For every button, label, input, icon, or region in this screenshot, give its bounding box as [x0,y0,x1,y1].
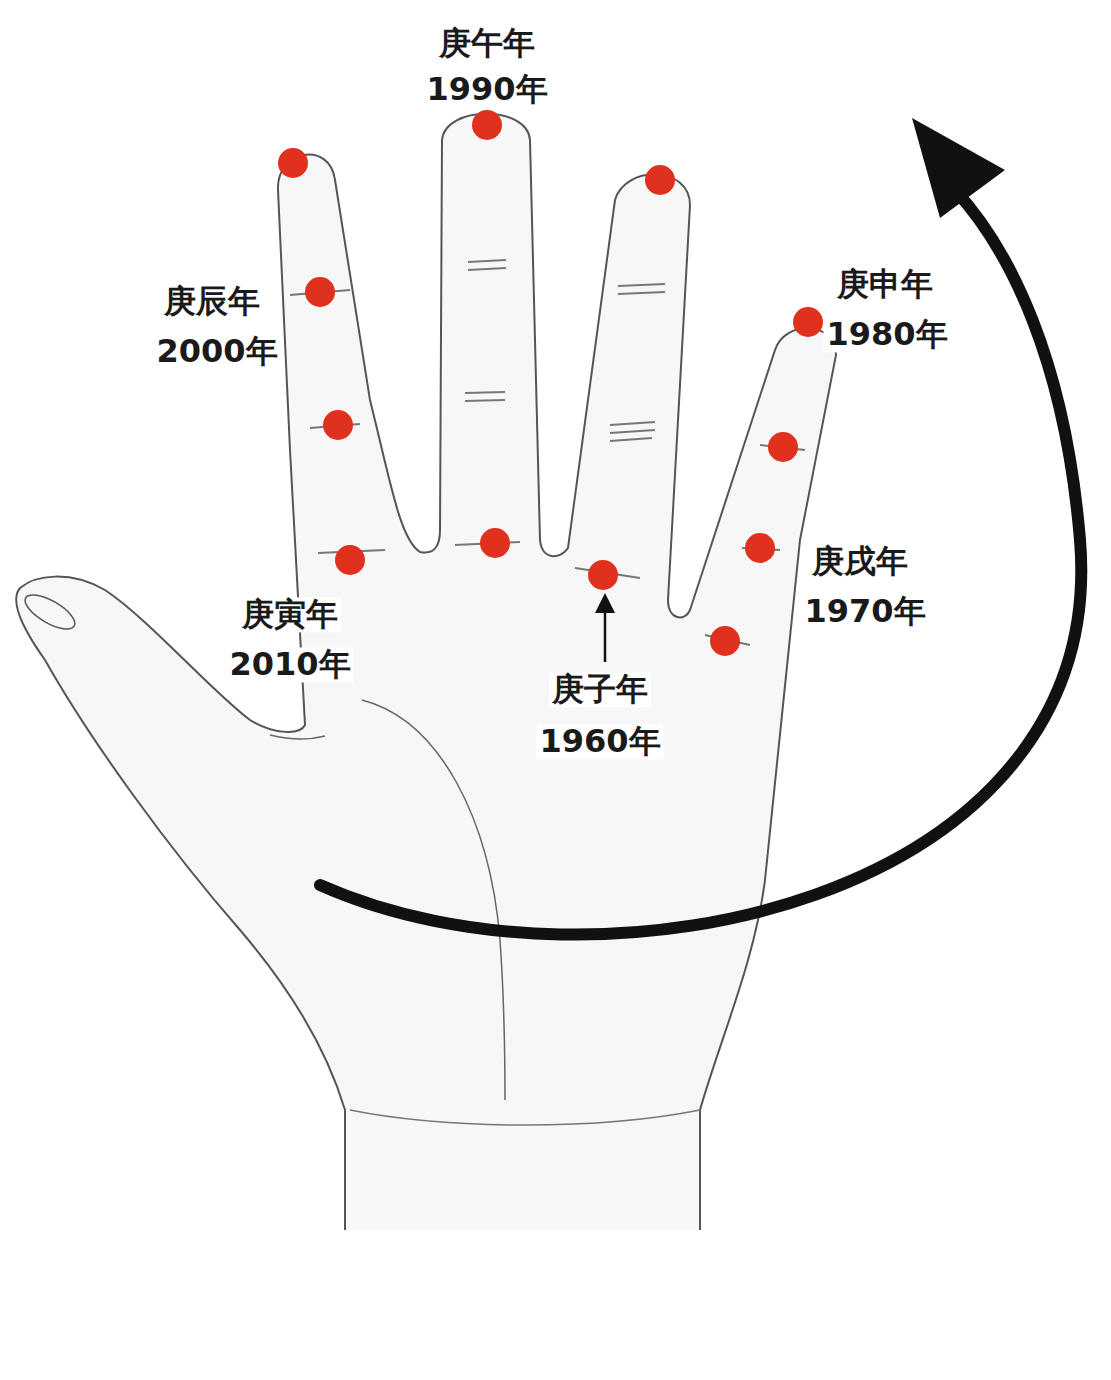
direction-arrowhead [912,118,1005,218]
year-label: 1990年 [423,72,550,107]
year-label: 1970年 [801,594,928,629]
wrist-line [350,1110,700,1125]
year-label: 1960年 [536,724,663,759]
year-label: 2000年 [153,334,280,369]
year-label: 庚申年 [834,267,936,302]
finger-creases [290,260,805,645]
pointer-arrow [604,603,607,662]
year-label: 2010年 [226,647,353,682]
direction-arrow [320,190,1081,935]
year-label: 庚辰年 [161,284,263,319]
thumb-nail [20,588,79,635]
palm-line [270,735,325,739]
year-label: 庚午年 [436,26,538,61]
red-dots [278,110,823,656]
year-label: 庚子年 [549,672,651,707]
hand-outline [16,114,836,1230]
year-label: 庚寅年 [239,597,341,632]
year-label: 庚戌年 [809,544,911,579]
year-label: 1980年 [823,317,950,352]
palm-line [362,700,505,1100]
